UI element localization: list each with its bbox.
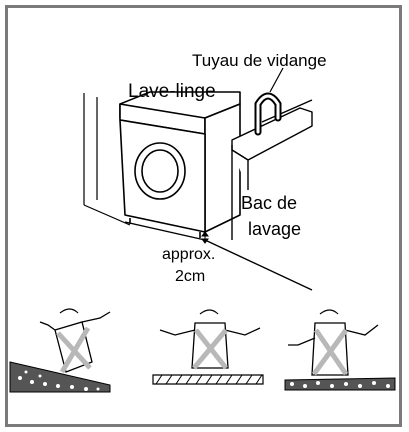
bad-position-raised bbox=[152, 309, 264, 385]
diagram-border bbox=[5, 5, 402, 427]
drain-hose-label: Tuyau de vidange bbox=[192, 51, 327, 70]
gap-indicator bbox=[201, 231, 209, 244]
gap-label-line1: approx. bbox=[162, 246, 216, 263]
gap-label-line2: 2cm bbox=[175, 268, 206, 285]
basin-label-line2: lavage bbox=[248, 219, 302, 239]
washer-label: Lave-linge bbox=[128, 81, 216, 102]
room-wall bbox=[83, 93, 131, 226]
washing-machine bbox=[119, 91, 241, 238]
bad-position-sloped-floor bbox=[9, 308, 111, 393]
wash-basin bbox=[231, 99, 313, 240]
drain-hose bbox=[254, 67, 284, 136]
basin-label-line1: Bac de bbox=[241, 193, 298, 213]
bad-position-uneven-floor bbox=[284, 309, 396, 391]
floor-lines bbox=[124, 221, 313, 291]
